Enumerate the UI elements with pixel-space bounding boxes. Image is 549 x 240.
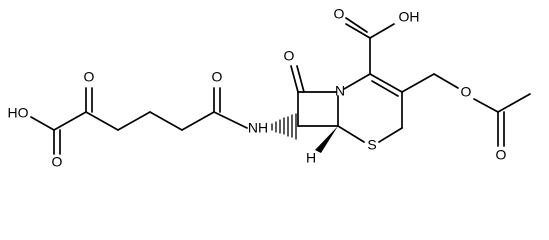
bond-o-cacyl — [473, 98, 499, 113]
bond-cooh-o-double-a — [345, 23, 371, 39]
atom-label-h: H — [306, 150, 316, 166]
bond-c1-c2 — [53, 111, 87, 131]
atom-labels: HO O O O NH O N H S O OH O O — [8, 6, 507, 170]
bond-cacyl-ch3 — [497, 93, 531, 113]
atom-label-ho-left: HO — [8, 105, 29, 121]
bond-c2r-c3r-double-b — [371, 80, 399, 97]
bond-c3r-ch2o — [401, 73, 435, 93]
atom-label-ring-s: S — [367, 137, 376, 153]
bond-ch2-s — [378, 127, 403, 143]
bond-s-c6r — [337, 125, 365, 143]
bond-ho-c1 — [30, 116, 55, 131]
bond-c8-o-double-a — [290, 65, 299, 93]
bond-cooh-o-double-b — [345, 17, 368, 33]
atom-label-ring-n: N — [335, 83, 345, 99]
bond-c2r-c3r-double-a — [369, 73, 403, 93]
atom-label-acid-oh-top: OH — [399, 9, 420, 25]
bond-c2-c3 — [85, 111, 119, 131]
core-ring-bonds — [271, 17, 531, 153]
chemical-structure: HO O O O NH O N H S O OH O O — [8, 6, 531, 170]
wedge-h — [315, 126, 338, 153]
atom-label-ester-o: O — [461, 84, 472, 100]
hashed-wedge-nh-c7 — [271, 113, 297, 140]
bond-cooh-oh — [369, 23, 395, 39]
bond-c3-c4 — [117, 111, 151, 131]
bond-c6-nh — [213, 111, 248, 129]
atom-label-beta-lactam-o: O — [284, 48, 295, 64]
atom-label-oxo-ketone-o: O — [84, 69, 95, 85]
atom-label-acetyl-o: O — [496, 147, 507, 163]
bond-n-c2r — [343, 73, 371, 90]
side-chain-bonds — [30, 87, 248, 155]
atom-label-acid-o-bottom: O — [52, 154, 63, 170]
atom-label-nh: NH — [248, 120, 268, 136]
bond-c5-c6 — [181, 111, 215, 131]
bond-c4-c5 — [149, 111, 183, 131]
atom-label-acid-o-top: O — [334, 6, 345, 22]
bond-ch2o-o — [433, 73, 459, 89]
bond-c8-o-double-b — [296, 65, 305, 93]
atom-label-amide-o: O — [212, 69, 223, 85]
